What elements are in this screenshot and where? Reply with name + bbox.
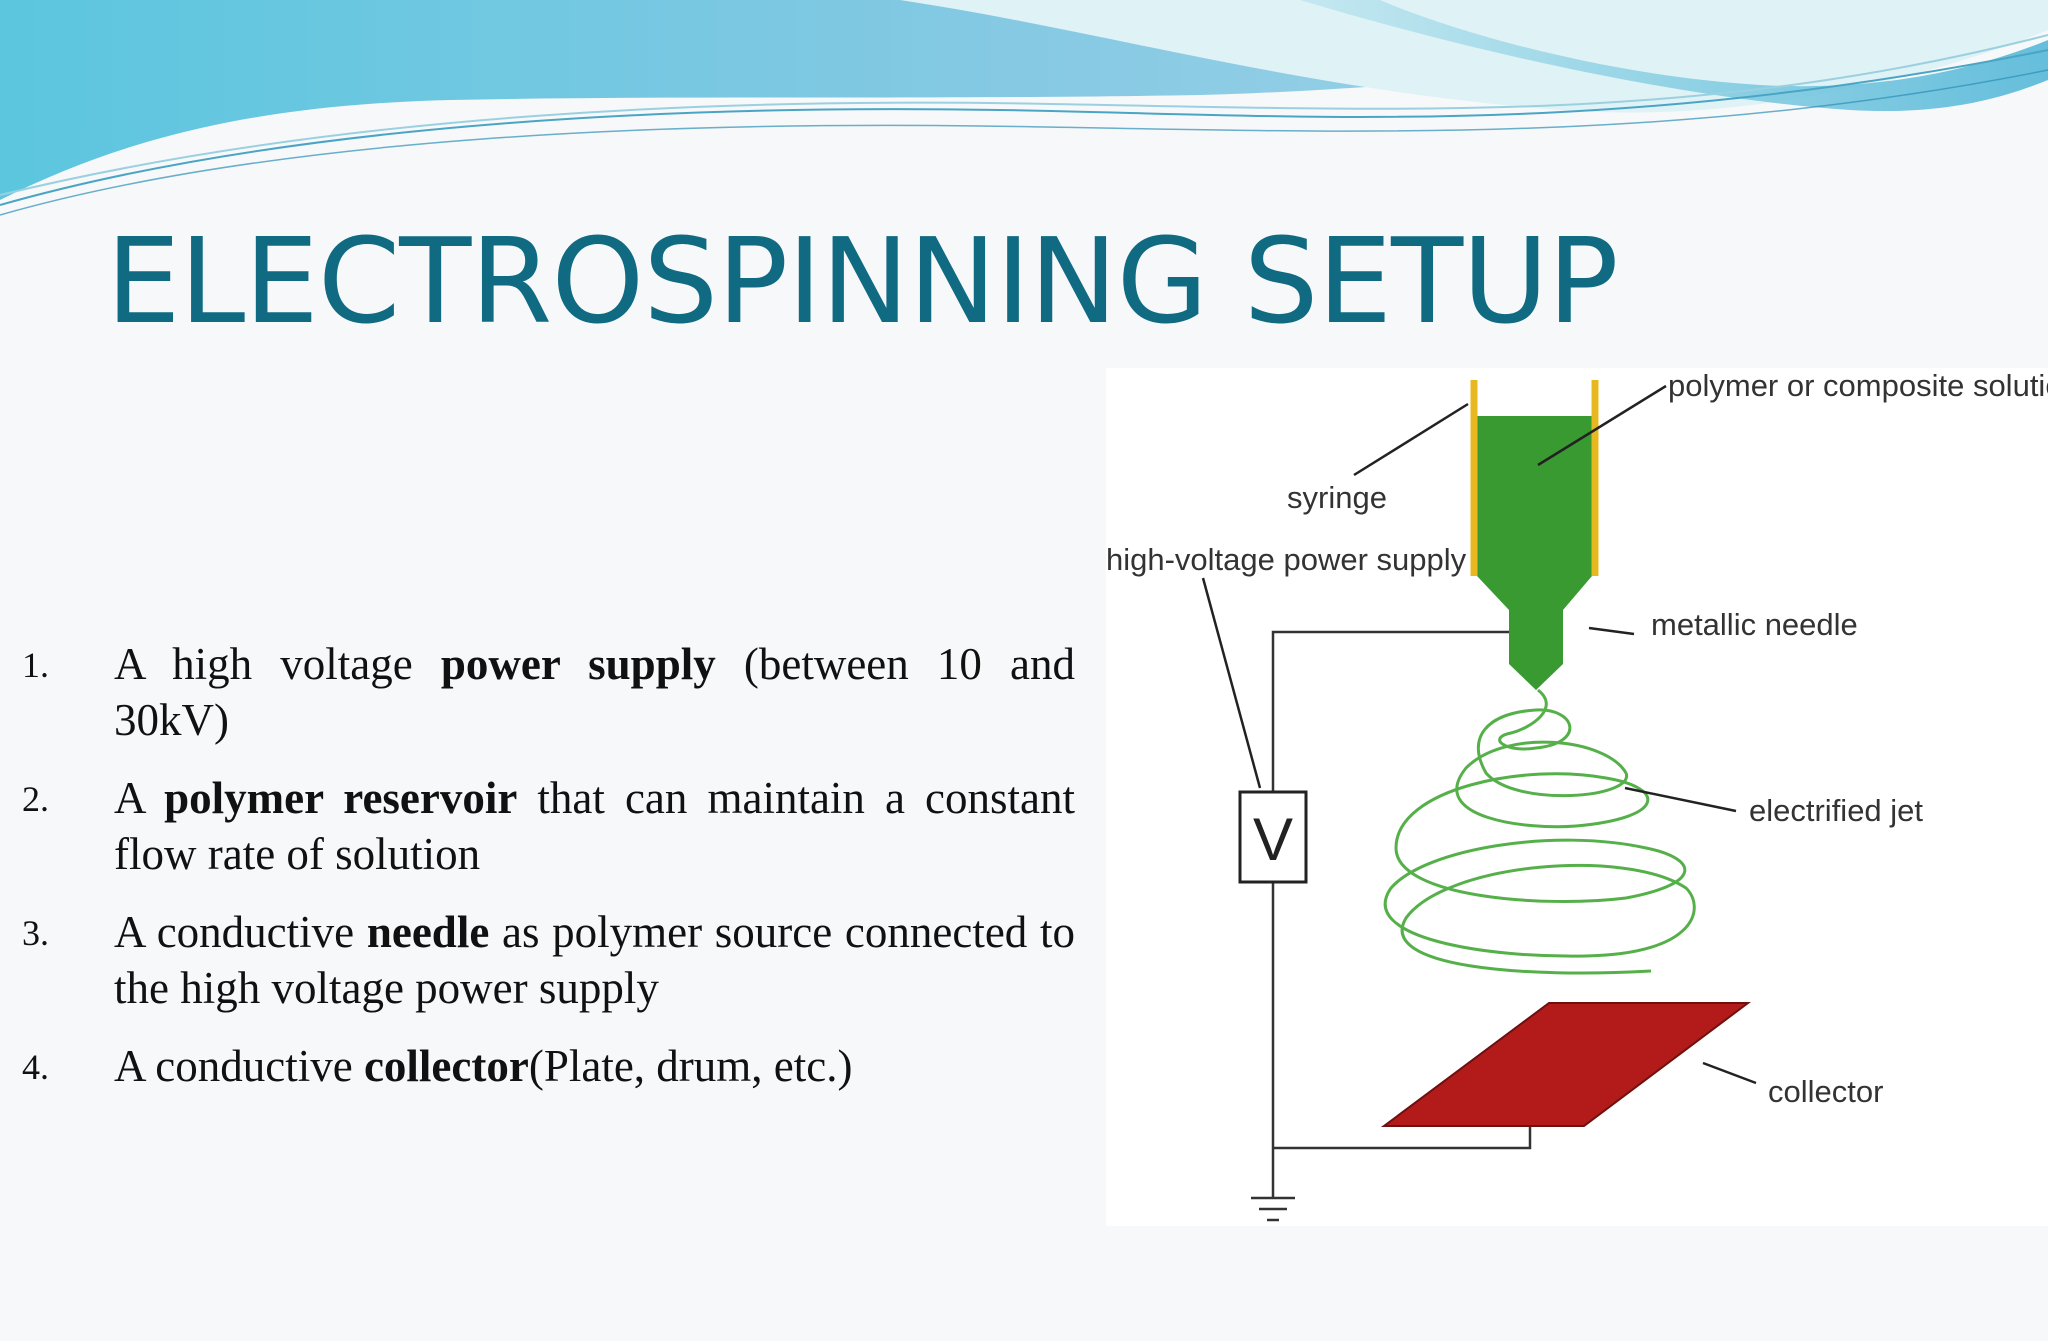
wave-line-1 (0, 49, 2048, 206)
text-segment: as polymer source connected to the high … (114, 907, 1075, 1013)
text-segment-bold: polymer reservoir (164, 773, 518, 823)
slide-title: ELECTROSPINNING SETUP (106, 212, 1619, 350)
callout-syringe (1353, 402, 1469, 477)
label-polymer-solution: polymer or composite solution (1668, 368, 2048, 403)
text-segment: (Plate, drum, etc.) (528, 1041, 853, 1091)
text-segment-bold: collector (363, 1041, 529, 1091)
callout-solution (1537, 384, 1667, 467)
text-segment: A conductive (114, 1041, 364, 1091)
electrified-jet (1383, 688, 1696, 975)
list-text: A conductive needle as polymer source co… (114, 904, 1075, 1016)
wave-bright (1300, 0, 2048, 112)
callout-lines (1201, 384, 1757, 1085)
circuit-wires (1271, 630, 1534, 1150)
label-electrified-jet: electrified jet (1749, 793, 1923, 828)
electrospinning-diagram: V polymer or composite solution syringe … (1106, 368, 2048, 1222)
text-segment: A high voltage (114, 639, 441, 689)
callout-jet (1624, 786, 1737, 813)
text-segment: A conductive (114, 907, 367, 957)
wave-light (900, 0, 2048, 113)
list-number: 4. (22, 1047, 49, 1087)
text-segment-bold: power supply (440, 639, 716, 689)
label-syringe: syringe (1287, 480, 1387, 515)
collector-plate (1380, 1002, 1751, 1127)
callout-needle (1588, 626, 1635, 636)
list-number: 1. (22, 645, 49, 685)
list-number: 3. (22, 913, 49, 953)
components-list: 1. A high voltage power supply (between … (0, 636, 1075, 1116)
list-text: A conductive collector(Plate, drum, etc.… (114, 1038, 1075, 1094)
list-number: 2. (22, 779, 49, 819)
wave-line-3 (0, 69, 2048, 216)
wire-needle-to-supply (1271, 630, 1534, 792)
callout-supply (1201, 577, 1262, 789)
label-power-supply: high-voltage power supply (1106, 542, 1467, 577)
wire-collector-to-ground (1273, 1124, 1532, 1150)
text-segment: A (114, 773, 165, 823)
list-item: 4. A conductive collector(Plate, drum, e… (0, 1038, 1075, 1094)
text-segment: that can maintain a constant flow rate o… (114, 773, 1075, 879)
list-text: A polymer reservoir that can maintain a … (114, 770, 1075, 882)
list-item: 2. A polymer reservoir that can maintain… (0, 770, 1075, 882)
polymer-solution (1477, 416, 1592, 690)
list-item: 3. A conductive needle as polymer source… (0, 904, 1075, 1016)
voltmeter-label: V (1253, 806, 1293, 873)
label-collector: collector (1768, 1074, 1883, 1109)
text-segment: (between 10 and 30kV) (114, 639, 1075, 745)
list-item: 1. A high voltage power supply (between … (0, 636, 1075, 748)
voltmeter-box (1238, 790, 1308, 884)
text-segment-bold: needle (366, 907, 490, 957)
callout-collector (1702, 1061, 1757, 1085)
list-text: A high voltage power supply (between 10 … (114, 636, 1075, 748)
label-metallic-needle: metallic needle (1651, 607, 1858, 642)
ground-icon (1251, 1148, 1295, 1222)
header-waves (0, 0, 2048, 216)
wave-line-2 (0, 34, 2048, 196)
